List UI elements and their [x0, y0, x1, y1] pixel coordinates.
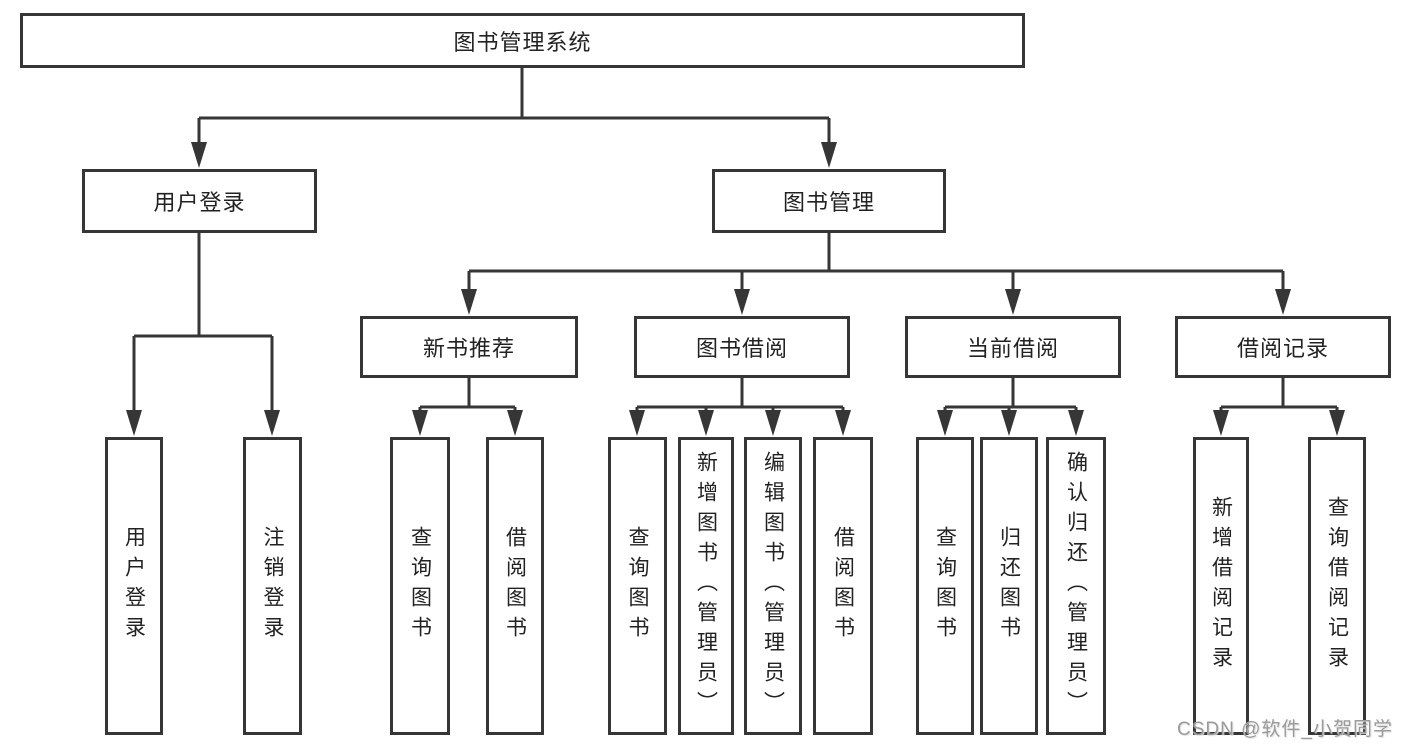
- arrowheads: [126, 142, 1345, 436]
- node-leaf-logout: 注销登录: [243, 437, 302, 735]
- node-new-book-recommend: 新书推荐: [360, 316, 578, 378]
- node-leaf-add-borrow-record: 新增借阅记录: [1193, 437, 1249, 735]
- node-leaf-edit-books-admin: 编辑图书（管理员）: [744, 437, 802, 735]
- node-leaf-borrow-books-recommend: 借阅图书: [486, 437, 544, 735]
- node-leaf-user-login: 用户登录: [105, 437, 163, 735]
- node-leaf-query-books-recommend: 查询图书: [390, 437, 450, 735]
- node-book-management-module: 图书管理: [712, 169, 946, 233]
- node-user-login-module: 用户登录: [82, 169, 317, 233]
- node-leaf-borrow-books-borrowing: 借阅图书: [813, 437, 873, 735]
- node-leaf-return-books: 归还图书: [980, 437, 1038, 735]
- watermark: CSDN @软件_小贺同学: [1177, 719, 1393, 740]
- node-system-root: 图书管理系统: [20, 13, 1025, 68]
- node-leaf-query-borrow-record: 查询借阅记录: [1308, 437, 1366, 735]
- node-leaf-query-books-current: 查询图书: [916, 437, 974, 735]
- node-borrowing-records: 借阅记录: [1175, 316, 1391, 378]
- node-book-borrowing: 图书借阅: [634, 316, 850, 378]
- node-current-borrowing: 当前借阅: [905, 316, 1121, 378]
- node-leaf-add-books-admin: 新增图书（管理员）: [678, 437, 734, 735]
- node-leaf-query-books-borrowing: 查询图书: [608, 437, 667, 735]
- node-leaf-confirm-return-admin: 确认归还（管理员）: [1046, 437, 1106, 735]
